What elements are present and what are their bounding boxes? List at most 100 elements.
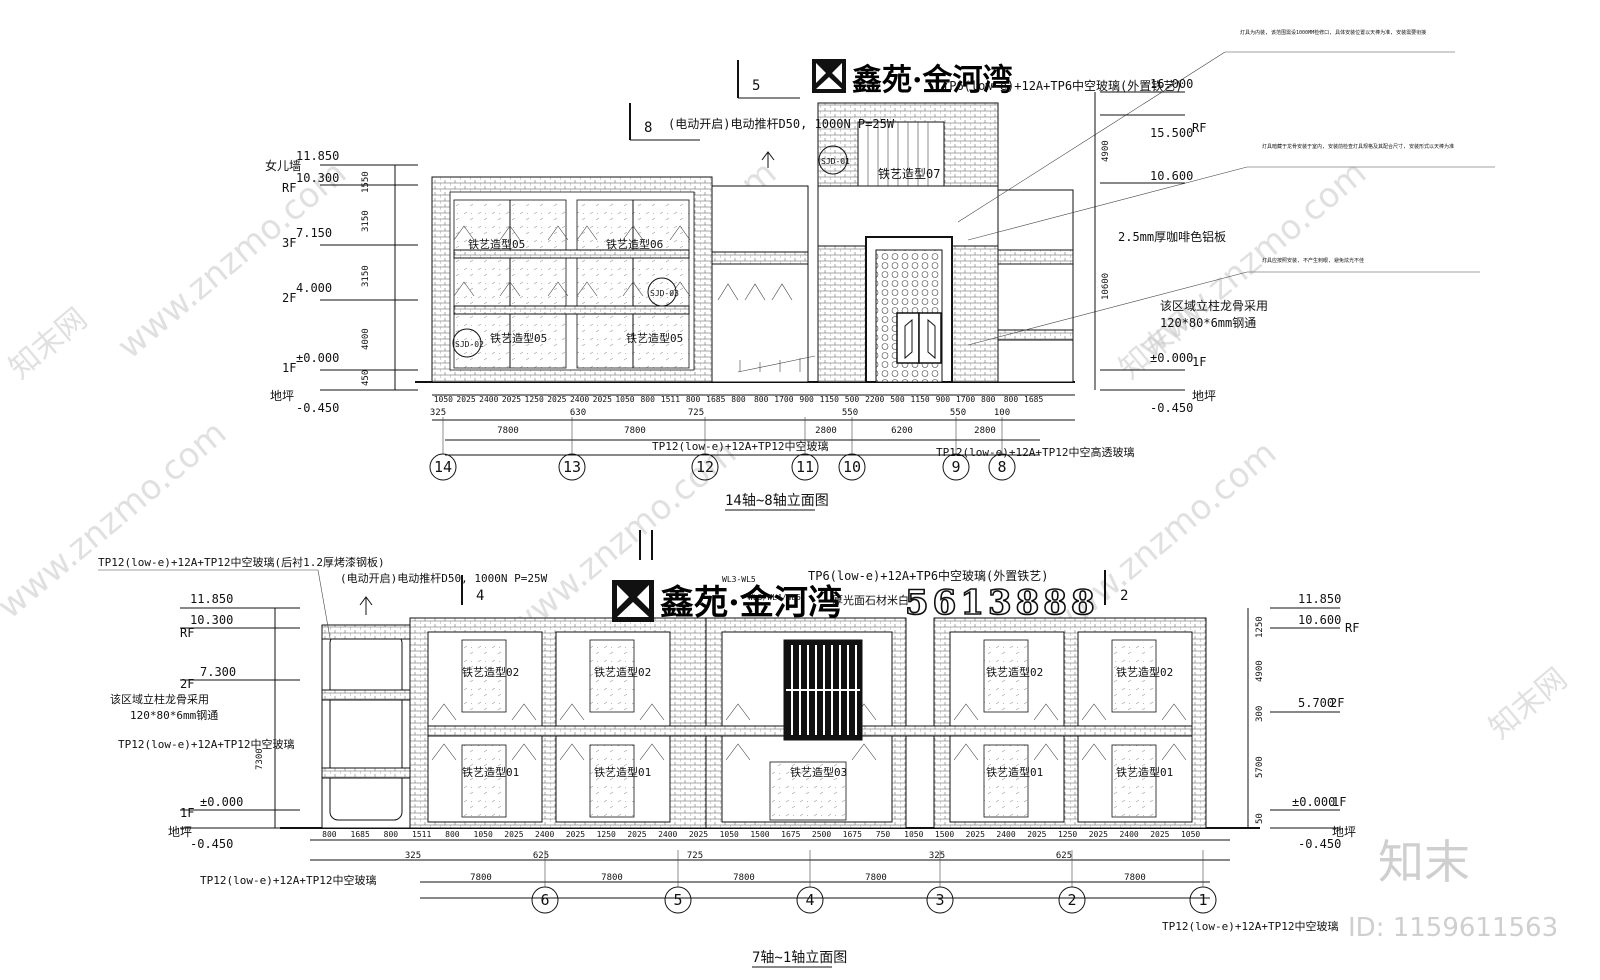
note-glass-12: TP12(low-e)+12A+TP12中空玻璃: [652, 439, 828, 453]
bright-dim-4900: 4900: [1255, 660, 1265, 682]
bot-axis-label-5: 1: [1198, 891, 1207, 909]
callout-8: 8: [644, 120, 652, 136]
level-3f-value: 7.150: [296, 226, 332, 240]
title-top-elevation: 14轴~8轴立面图: [725, 493, 829, 509]
bnote-iron-02d: 铁艺造型02: [1116, 665, 1173, 679]
bnote-iron-03: 铁艺造型03: [790, 765, 847, 779]
rlevel-1f-value: ±0.000: [1150, 351, 1193, 365]
top-dim3-1: 7800: [624, 426, 646, 436]
top-dim-8: 1050: [615, 395, 634, 404]
top-levels-left: 女儿墙 11.850 RF 10.300 3F 7.150 2F 4.000 1…: [265, 149, 418, 415]
brlevel-2f-value: 5.700: [1298, 696, 1334, 710]
bot-dim2-0: 325: [405, 851, 421, 861]
symbol-sjd-02: SJD-02: [455, 340, 484, 349]
bottom-annotations: TP12(low-e)+12A+TP12中空玻璃(后衬1.2厚烤漆钢板) (电动…: [98, 151, 1338, 933]
top-axis-label-3: 11: [796, 458, 814, 476]
note-column-steel: 该区域立柱龙骨采用: [1160, 298, 1268, 313]
top-dim-18: 500: [845, 395, 860, 404]
symbol-sjd-03: SJD-03: [650, 289, 679, 298]
brlevel-top-value: 11.850: [1298, 592, 1341, 606]
bcallout-4: 4: [476, 588, 484, 604]
bot-dim-0: 800: [322, 830, 337, 839]
top-axis-label-4: 10: [843, 458, 861, 476]
note-iron-05a: 铁艺造型05: [468, 237, 525, 251]
bot-dim-26: 2400: [1119, 830, 1138, 839]
top-dim-17: 1150: [820, 395, 839, 404]
bnote-iron-01a: 铁艺造型01: [462, 765, 519, 779]
level-parapet-value: 11.850: [296, 149, 339, 163]
left-dim-450: 450: [361, 370, 371, 386]
bnote-iron-01d: 铁艺造型01: [1116, 765, 1173, 779]
small-note-1: 灯具为内装, 该范围需设1000MM检修口, 具体安装位置以天棒为准, 安装需要…: [1240, 29, 1426, 36]
bot-axis-label-3: 3: [935, 891, 944, 909]
blevel-1f-value: ±0.000: [200, 795, 243, 809]
right-total-4900: 4900: [1101, 140, 1111, 162]
bot-dim-19: 1050: [904, 830, 923, 839]
bnote-stone: 厚光面石材米白: [832, 593, 909, 607]
top-dim-12: 1685: [706, 395, 725, 404]
bot-dim-21: 2025: [966, 830, 985, 839]
bot-dim-9: 1250: [597, 830, 616, 839]
top-axis-label-6: 8: [997, 458, 1006, 476]
top-dim2-1: 630: [570, 408, 586, 418]
bot-dim-18: 750: [876, 830, 891, 839]
stamp-id: ID: 1159611563: [1348, 913, 1558, 943]
bottom-levels-right: 11.850 10.600 RF 5.700 2F ±0.000 1F 地坪 -…: [1247, 592, 1359, 851]
top-axis-label-1: 13: [563, 458, 581, 476]
brlevel-1f-value: ±0.000: [1292, 795, 1335, 809]
bot-dim-7: 2400: [535, 830, 554, 839]
level-parapet-label: 女儿墙: [265, 158, 301, 173]
left-dim-3150b: 3150: [361, 265, 371, 287]
bot-dim-1: 1685: [351, 830, 370, 839]
rlevel-grade-label: 地坪: [1192, 389, 1216, 403]
note-actuator: (电动开启)电动推杆D50, 1000N P=25W: [668, 117, 895, 131]
bot-axis-label-1: 5: [673, 891, 682, 909]
level-grade-value: -0.450: [296, 401, 339, 415]
bot-dim2-3: 325: [929, 851, 945, 861]
top-dim-20: 500: [890, 395, 905, 404]
top-axis-label-0: 14: [434, 458, 452, 476]
bot-dim-23: 2025: [1027, 830, 1046, 839]
blevel-rf-value: 10.300: [190, 613, 233, 627]
blevel-1f-label: 1F: [180, 806, 194, 820]
top-dim-21: 1150: [910, 395, 929, 404]
bot-dim-17: 1675: [843, 830, 862, 839]
watermark-url-1: www.znzmo.com: [110, 153, 354, 367]
note-iron-05c: 铁艺造型05: [626, 331, 683, 345]
left-dim-1550: 1550: [361, 171, 371, 193]
top-dim-6: 2400: [570, 395, 589, 404]
bnote-glass-iron: TP6(low-e)+12A+TP6中空玻璃(外置铁艺): [808, 568, 1049, 583]
blevel-grade-label: 地坪: [168, 825, 192, 839]
bnote-wl2: WL3/WL4/WL5: [748, 593, 801, 602]
top-dim-3: 2025: [502, 395, 521, 404]
bright-dim-5700: 5700: [1255, 756, 1265, 778]
top-dim-19: 2200: [865, 395, 884, 404]
brand-mark-icon-large: [612, 580, 654, 622]
bot-dim-24: 1250: [1058, 830, 1077, 839]
top-dim-23: 1700: [956, 395, 975, 404]
callout-5: 5: [752, 78, 760, 94]
note-iron-07: 铁艺造型07: [878, 167, 940, 181]
bot-dim3-2: 7800: [733, 873, 755, 883]
bot-dim2-4: 625: [1056, 851, 1072, 861]
small-note-2: 灯具暗藏于龙骨安装于室内, 安装前检查灯具规格及其配合尺寸, 安装形式以天棒为准: [1262, 143, 1454, 150]
bnote-iron-02c: 铁艺造型02: [986, 665, 1043, 679]
rlevel-10-6: 10.600: [1150, 169, 1193, 183]
top-dim-1: 2025: [456, 395, 475, 404]
blevel-2f-value: 7.300: [200, 665, 236, 679]
stamp-logo: 知末: [1378, 835, 1470, 889]
brlevel-rf-value: 10.600: [1298, 613, 1341, 627]
top-dim-0: 1050: [434, 395, 453, 404]
bright-dim-300: 300: [1255, 706, 1265, 722]
top-dim-9: 800: [640, 395, 655, 404]
top-dim2-0: 325: [430, 408, 446, 418]
bottom-levels-left: 11.850 RF 10.300 2F 7.300 1F ±0.000 地坪 -…: [168, 592, 300, 851]
bot-dim-14: 1500: [750, 830, 769, 839]
bot-dim3-0: 7800: [470, 873, 492, 883]
bot-dim-10: 2025: [627, 830, 646, 839]
top-annotations: 5 8 TP6(low-e)+12A+TP6中空玻璃(外置铁艺) (电动开启)电…: [452, 29, 1495, 459]
